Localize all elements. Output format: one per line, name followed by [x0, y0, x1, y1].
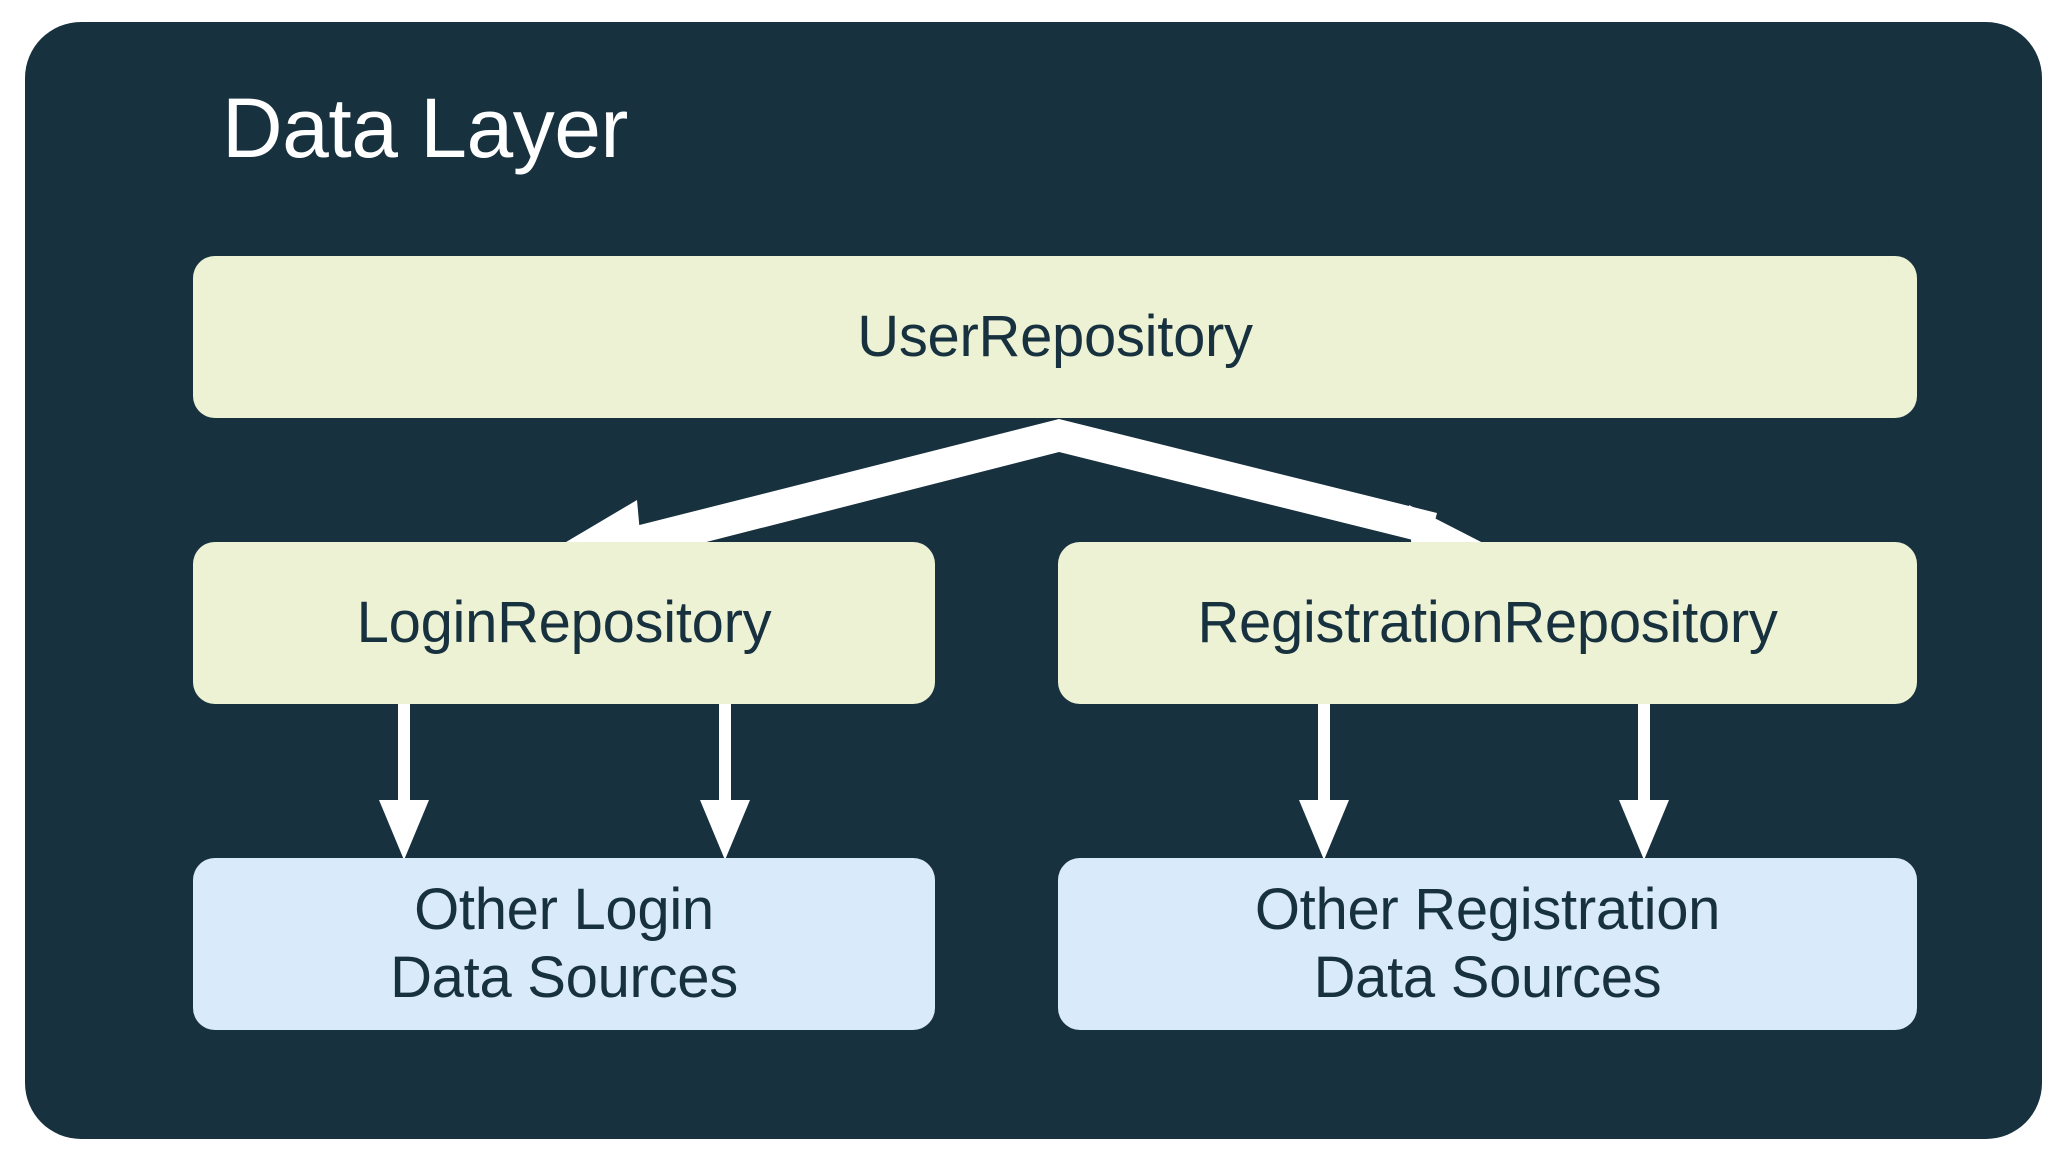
node-login-repository-label: LoginRepository: [356, 590, 772, 655]
node-other-login-data-sources-label: Other Login Data Sources: [390, 877, 738, 1010]
node-user-repository[interactable]: UserRepository: [193, 256, 1917, 418]
page-title: Data Layer: [222, 81, 628, 175]
node-other-registration-data-sources-label: Other Registration Data Sources: [1254, 877, 1721, 1010]
node-user-repository-label: UserRepository: [857, 304, 1253, 369]
node-other-login-data-sources[interactable]: Other Login Data Sources: [193, 858, 935, 1030]
node-registration-repository-label: RegistrationRepository: [1197, 590, 1778, 655]
node-registration-repository[interactable]: RegistrationRepository: [1058, 542, 1917, 704]
node-login-repository[interactable]: LoginRepository: [193, 542, 935, 704]
node-other-registration-data-sources[interactable]: Other Registration Data Sources: [1058, 858, 1917, 1030]
